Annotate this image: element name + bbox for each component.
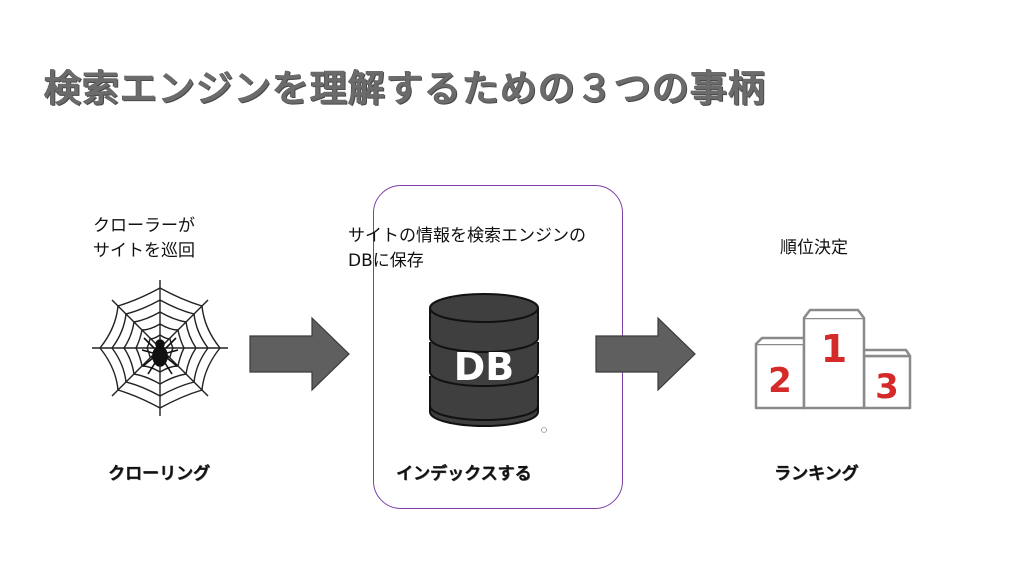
crawl-label: クローリング — [108, 464, 210, 484]
arrow-right-icon — [595, 316, 696, 392]
first-place-number: 1 — [821, 327, 847, 371]
podium-icon: 1 2 3 — [754, 308, 912, 410]
crawl-caption: クローラーが サイトを巡回 — [93, 216, 195, 261]
index-caption: サイトの情報を検索エンジンの DBに保存 — [348, 226, 586, 271]
index-label: インデックスする — [396, 464, 532, 484]
database-icon-text: DB — [454, 345, 515, 389]
spider-web-icon — [92, 280, 228, 416]
second-place-number: 2 — [768, 361, 792, 401]
third-place-number: 3 — [875, 367, 899, 407]
rank-caption: 順位決定 — [780, 238, 848, 258]
rank-label: ランキング — [774, 464, 859, 484]
arrow-right-icon — [249, 316, 350, 392]
slide-title: 検索エンジンを理解するための３つの事柄 — [44, 67, 766, 110]
database-icon: DB — [429, 293, 547, 433]
